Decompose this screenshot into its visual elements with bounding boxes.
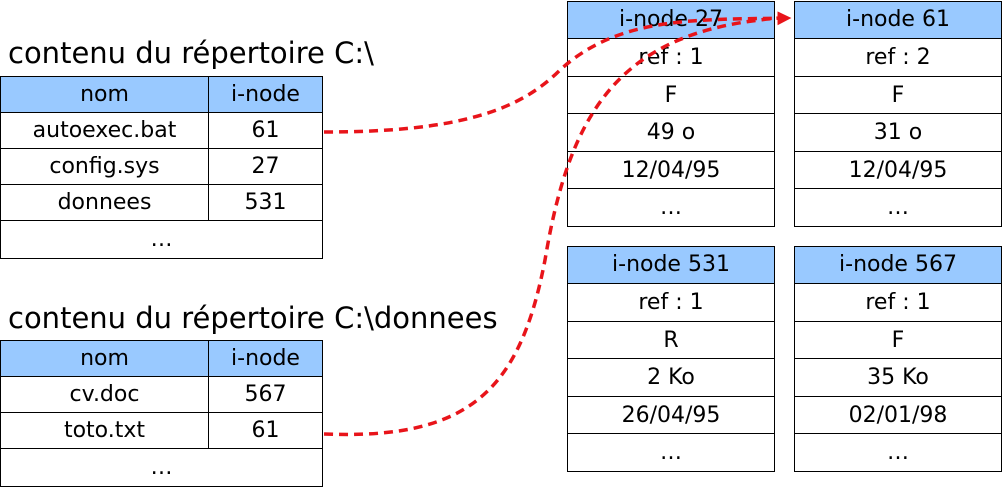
table-row: autoexec.bat 61 bbox=[0, 112, 323, 149]
inode-ellipsis: … bbox=[795, 433, 1001, 471]
file-name: autoexec.bat bbox=[0, 112, 209, 149]
inode-box-27: i-node 27 ref : 1 F 49 o 12/04/95 … bbox=[567, 1, 775, 227]
dir-title-donnees: contenu du répertoire C:\donnees bbox=[8, 301, 498, 335]
inode-title: i-node 27 bbox=[568, 2, 774, 38]
table-header-row: nom i-node bbox=[0, 340, 323, 377]
inode-type: R bbox=[568, 320, 774, 359]
column-header-inode: i-node bbox=[208, 340, 323, 377]
inode-size: 31 o bbox=[795, 113, 1001, 151]
table-row: cv.doc 567 bbox=[0, 376, 323, 413]
inode-ref: ref : 1 bbox=[795, 283, 1001, 321]
file-name: toto.txt bbox=[0, 412, 209, 449]
column-header-inode: i-node bbox=[208, 76, 323, 113]
inode-date: 26/04/95 bbox=[568, 395, 774, 434]
dir-table-root: nom i-node autoexec.bat 61 config.sys 27… bbox=[0, 76, 323, 259]
table-row: toto.txt 61 bbox=[0, 412, 323, 449]
inode-ref: ref : 1 bbox=[568, 283, 774, 321]
column-header-name: nom bbox=[0, 76, 209, 113]
file-inode: 61 bbox=[208, 412, 323, 449]
inode-type: F bbox=[795, 75, 1001, 114]
inode-box-61: i-node 61 ref : 2 F 31 o 12/04/95 … bbox=[794, 1, 1002, 227]
file-inode: 531 bbox=[208, 184, 323, 221]
inode-ellipsis: … bbox=[568, 433, 774, 471]
file-name: cv.doc bbox=[0, 376, 209, 413]
file-inode: 27 bbox=[208, 148, 323, 185]
table-row: donnees 531 bbox=[0, 184, 323, 221]
inode-date: 02/01/98 bbox=[795, 395, 1001, 434]
file-inode: 61 bbox=[208, 112, 323, 149]
file-name: config.sys bbox=[0, 148, 209, 185]
inode-title: i-node 61 bbox=[795, 2, 1001, 38]
table-header-row: nom i-node bbox=[0, 76, 323, 113]
file-inode: 567 bbox=[208, 376, 323, 413]
inode-date: 12/04/95 bbox=[568, 150, 774, 189]
inode-ellipsis: … bbox=[795, 188, 1001, 226]
inode-date: 12/04/95 bbox=[795, 150, 1001, 189]
inode-box-567: i-node 567 ref : 1 F 35 Ko 02/01/98 … bbox=[794, 246, 1002, 472]
dir-table-donnees: nom i-node cv.doc 567 toto.txt 61 … bbox=[0, 340, 323, 487]
table-row-ellipsis: … bbox=[0, 448, 323, 487]
inode-type: F bbox=[795, 320, 1001, 359]
file-name: donnees bbox=[0, 184, 209, 221]
inode-type: F bbox=[568, 75, 774, 114]
table-row-ellipsis: … bbox=[0, 220, 323, 259]
column-header-name: nom bbox=[0, 340, 209, 377]
ellipsis-cell: … bbox=[0, 220, 323, 259]
inode-size: 49 o bbox=[568, 113, 774, 151]
dir-title-root: contenu du répertoire C:\ bbox=[8, 36, 374, 70]
inode-size: 35 Ko bbox=[795, 358, 1001, 396]
inode-size: 2 Ko bbox=[568, 358, 774, 396]
table-row: config.sys 27 bbox=[0, 148, 323, 185]
inode-title: i-node 567 bbox=[795, 247, 1001, 283]
inode-box-531: i-node 531 ref : 1 R 2 Ko 26/04/95 … bbox=[567, 246, 775, 472]
inode-title: i-node 531 bbox=[568, 247, 774, 283]
inode-ref: ref : 1 bbox=[568, 38, 774, 76]
ellipsis-cell: … bbox=[0, 448, 323, 487]
inode-ref: ref : 2 bbox=[795, 38, 1001, 76]
inode-ellipsis: … bbox=[568, 188, 774, 226]
